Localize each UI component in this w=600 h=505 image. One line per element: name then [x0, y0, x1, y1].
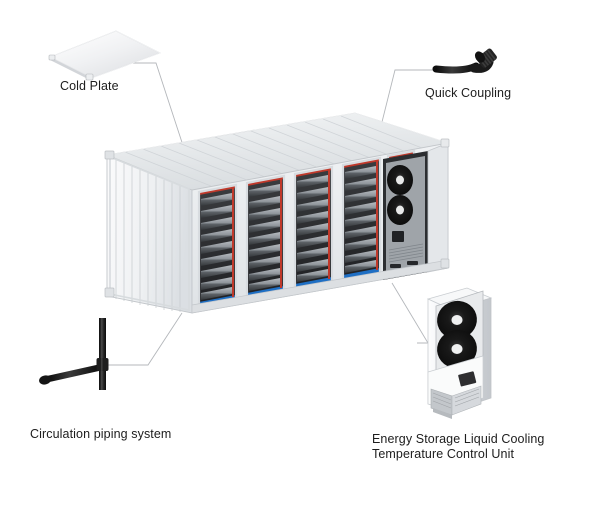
corner-casting-top-right — [440, 138, 450, 148]
roof-corrugation — [124, 115, 428, 187]
cooling-bay-louvers — [388, 243, 424, 263]
chiller-feet — [433, 408, 452, 419]
chiller-label-line-2: Temperature Control Unit — [372, 447, 515, 461]
corner-casting-top-left — [104, 150, 115, 160]
cooling-bay-display — [392, 231, 404, 242]
battery-modules-1 — [201, 193, 232, 300]
cooling-bay-fans — [387, 165, 413, 225]
corner-casting-bottom-right — [440, 258, 450, 269]
cold-plate-port-a — [48, 54, 56, 61]
energy-storage-container — [104, 112, 450, 314]
leader-circulation — [104, 312, 183, 366]
battery-bay-1 — [197, 183, 238, 309]
pipe-nozzle — [39, 375, 51, 385]
battery-bay-3 — [293, 165, 334, 291]
quick-coupling-component — [432, 48, 497, 74]
cold-plate-component — [48, 30, 162, 81]
callout-label-circulation-piping: Circulation piping system — [30, 427, 172, 441]
container-right-end — [427, 142, 449, 273]
chiller-unit-component — [426, 287, 493, 419]
circulation-piping-component — [39, 318, 109, 390]
leader-chiller — [391, 282, 429, 344]
cold-plate-port-b — [85, 73, 94, 81]
cooling-bay-vent-a — [390, 264, 401, 268]
battery-bay-4 — [341, 156, 382, 282]
chiller-fans — [437, 300, 477, 369]
callout-label-cold-plate: Cold Plate — [60, 79, 119, 93]
callout-label-quick-coupling: Quick Coupling — [425, 86, 512, 100]
chiller-label-line-1: Energy Storage Liquid Cooling — [372, 432, 545, 446]
battery-modules-4 — [345, 166, 376, 273]
battery-modules-3 — [297, 175, 328, 282]
end-panel-corrugation — [115, 160, 181, 312]
container-cooling-bay — [383, 151, 428, 280]
corner-casting-bottom-left — [104, 287, 115, 298]
chiller-display-panel — [458, 371, 477, 387]
battery-modules-2 — [249, 184, 280, 291]
cooling-bay-vent-b — [407, 261, 418, 265]
battery-bay-2 — [245, 174, 286, 300]
